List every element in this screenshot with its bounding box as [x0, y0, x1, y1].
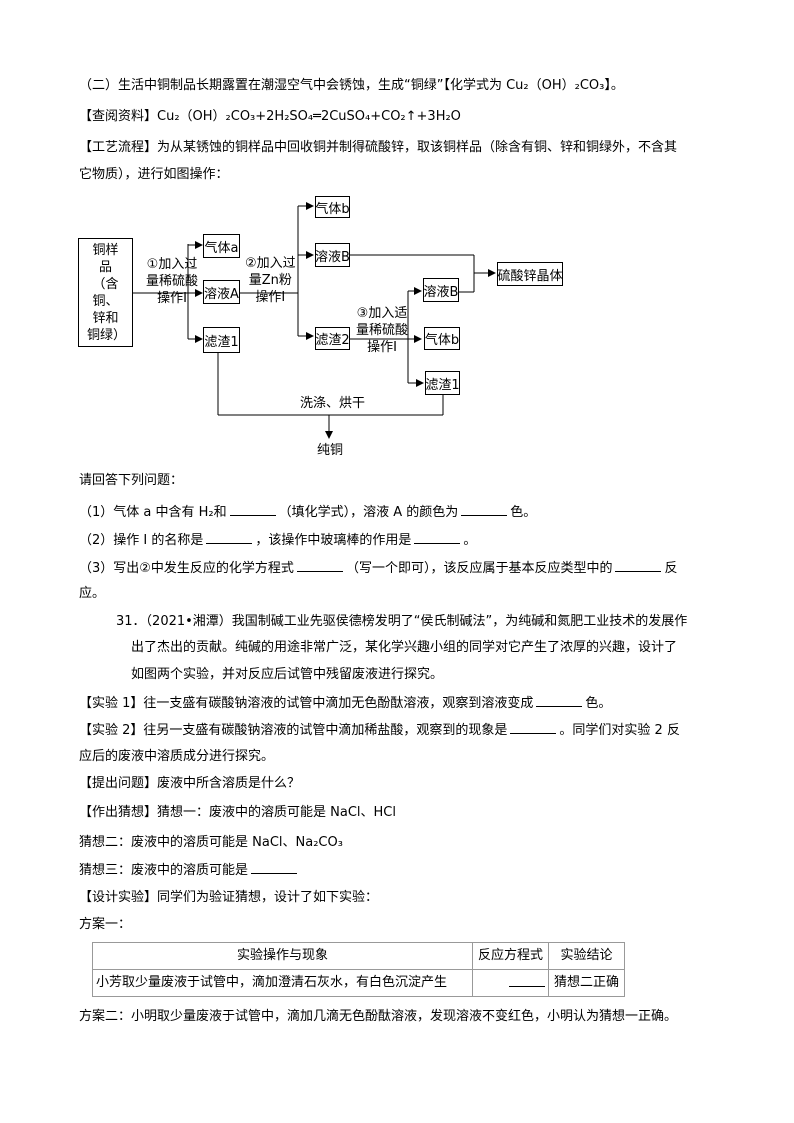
step3-line: 操作I: [367, 340, 397, 355]
solution-a-box: 溶液A: [203, 280, 240, 304]
reference-equation: 【查阅资料】Cu₂（OH）₂CO₃+2H₂SO₄═2CuSO₄+CO₂↑+3H₂…: [79, 109, 461, 124]
step1-line: 量稀硫酸: [146, 274, 199, 289]
answer-blank[interactable]: [509, 974, 545, 987]
step2-line: ②加入过: [245, 256, 296, 271]
step3-line: ③加入适: [356, 306, 408, 321]
gas-b-box: 气体b: [315, 196, 350, 218]
intro-line-1: （二）生活中铜制品长期露置在潮湿空气中会锈蚀，生成“铜绿”【化学式为 Cu₂（O…: [79, 78, 624, 93]
questions-header: 请回答下列问题：: [79, 473, 184, 488]
step1-label: ①加入过 量稀硫酸 操作I: [146, 256, 198, 307]
gas-b2-box: 气体b: [424, 327, 460, 350]
plan-2: 方案二：小明取少量废液于试管中，滴加几滴无色酚酞溶液，发现溶液不变红色，小明认为…: [79, 1009, 678, 1024]
experiment-1: 【实验 1】往一支盛有碳酸钠溶液的试管中滴加无色酚酞溶液，观察到溶液变成 色。: [79, 694, 611, 713]
question-1: （1）气体 a 中含有 H₂和 （填化学式），溶液 A 的颜色为 色。: [79, 503, 536, 522]
question-2: （2）操作 I 的名称是 ，该操作中玻璃棒的作用是 。: [79, 531, 476, 550]
exp1-text: 【实验 1】往一支盛有碳酸钠溶液的试管中滴加无色酚酞溶液，观察到溶液变成: [79, 696, 534, 711]
guess-3: 猜想三：废液中的溶质可能是: [79, 861, 300, 880]
pure-copper-label: 纯铜: [317, 443, 344, 458]
step3-line: 量稀硫酸: [356, 323, 409, 338]
equation-cell[interactable]: [472, 969, 549, 997]
table-header: 反应方程式: [472, 942, 549, 970]
table-cell: 小芳取少量废液于试管中，滴加澄清石灰水，有白色沉淀产生: [92, 969, 473, 997]
gas-a-box: 气体a: [203, 234, 240, 258]
q1-text: 色。: [510, 505, 537, 520]
experiment-2-cont: 应后的废液中溶质成分进行探究。: [79, 749, 275, 764]
guess-2: 猜想二：废液中的溶质可能是 NaCl、Na₂CO₃: [79, 835, 343, 850]
experiment-table: 实验操作与现象 反应方程式 实验结论 小芳取少量废液于试管中，滴加澄清石灰水，有…: [92, 942, 625, 997]
exp2-text: 【实验 2】往另一支盛有碳酸钠溶液的试管中滴加稀盐酸，观察到的现象是: [79, 723, 508, 738]
step2-line: 操作I: [255, 290, 286, 305]
experiment-2: 【实验 2】往另一支盛有碳酸钠溶液的试管中滴加稀盐酸，观察到的现象是 。同学们对实…: [79, 721, 680, 740]
q2-text: （2）操作 I 的名称是: [79, 533, 204, 548]
answer-blank[interactable]: [510, 721, 557, 734]
q3-text: 反: [664, 561, 678, 576]
step1-line: 操作I: [157, 291, 187, 306]
table-header: 实验结论: [548, 942, 625, 970]
answer-blank[interactable]: [296, 559, 343, 572]
zinc-sulfate-crystal-box: 硫酸锌晶体: [497, 262, 563, 286]
step3-label: ③加入适 量稀硫酸 操作I: [356, 305, 408, 356]
guess3-text: 猜想三：废液中的溶质可能是: [79, 863, 249, 878]
question-3: （3）写出②中发生反应的化学方程式 （写一个即可），该反应属于基本反应类型中的 反: [79, 559, 677, 578]
q1-text: （1）气体 a 中含有 H₂和: [79, 505, 227, 520]
exp1-text: 色。: [585, 696, 612, 711]
solution-b-box: 溶液B: [315, 243, 350, 267]
q3-text: （3）写出②中发生反应的化学方程式: [79, 561, 294, 576]
q31-line-3: 如图两个实验，并对反应后试管中残留废液进行探究。: [131, 667, 444, 682]
step2-label: ②加入过 量Zn粉 操作I: [245, 255, 296, 306]
q3-text: （写一个即可），该反应属于基本反应类型中的: [345, 561, 613, 576]
answer-blank[interactable]: [229, 503, 276, 516]
step2-line: 量Zn粉: [248, 273, 292, 288]
raise-question: 【提出问题】废液中所含溶质是什么？: [79, 776, 301, 791]
solution-b2-box: 溶液B: [423, 278, 459, 302]
step1-line: ①加入过: [146, 257, 198, 272]
table-header-row: 实验操作与现象 反应方程式 实验结论: [92, 942, 625, 970]
answer-blank[interactable]: [251, 861, 298, 874]
exp2-text: 。同学们对实验 2 反: [559, 723, 680, 738]
table-header: 实验操作与现象: [92, 942, 473, 970]
residue-1-box: 滤渣1: [203, 327, 240, 353]
q2-text: ，该操作中玻璃棒的作用是: [255, 533, 412, 548]
answer-blank[interactable]: [536, 694, 583, 707]
q31-line-1: 31．（2021•湘潭）我国制碱工业先驱侯德榜发明了“侯氏制碱法”，为纯碱和氮肥…: [116, 614, 688, 629]
residue-2-box: 滤渣2: [315, 327, 350, 350]
answer-blank[interactable]: [461, 503, 508, 516]
plan-1-label: 方案一：: [79, 917, 132, 932]
process-intro: 【工艺流程】为从某锈蚀的铜样品中回收铜并制得硫酸锌，取该铜样品（除含有铜、锌和铜…: [79, 140, 678, 155]
wash-dry-label: 洗涤、烘干: [300, 396, 366, 411]
q31-line-2: 出了杰出的贡献。纯碱的用途非常广泛，某化学兴趣小组的同学对它产生了浓厚的兴趣，设…: [131, 640, 678, 655]
answer-blank[interactable]: [414, 531, 461, 544]
question-3-cont: 应。: [79, 586, 106, 601]
design-experiment: 【设计实验】同学们为验证猜想，设计了如下实验：: [79, 890, 379, 905]
q1-text: （填化学式），溶液 A 的颜色为: [278, 505, 459, 520]
process-intro-cont: 它物质），进行如图操作：: [79, 167, 229, 182]
table-row: 小芳取少量废液于试管中，滴加澄清石灰水，有白色沉淀产生 猜想二正确: [92, 969, 625, 997]
answer-blank[interactable]: [615, 559, 662, 572]
q2-text: 。: [463, 533, 477, 548]
answer-blank[interactable]: [206, 531, 253, 544]
copper-sample-box: 铜样品（含铜、锌和铜绿）: [78, 238, 133, 347]
guess-1: 【作出猜想】猜想一：废液中的溶质可能是 NaCl、HCl: [79, 805, 396, 820]
residue-1b-box: 滤渣1: [425, 371, 460, 395]
table-cell: 猜想二正确: [548, 969, 625, 997]
flow-diagram-lines: [133, 202, 496, 439]
